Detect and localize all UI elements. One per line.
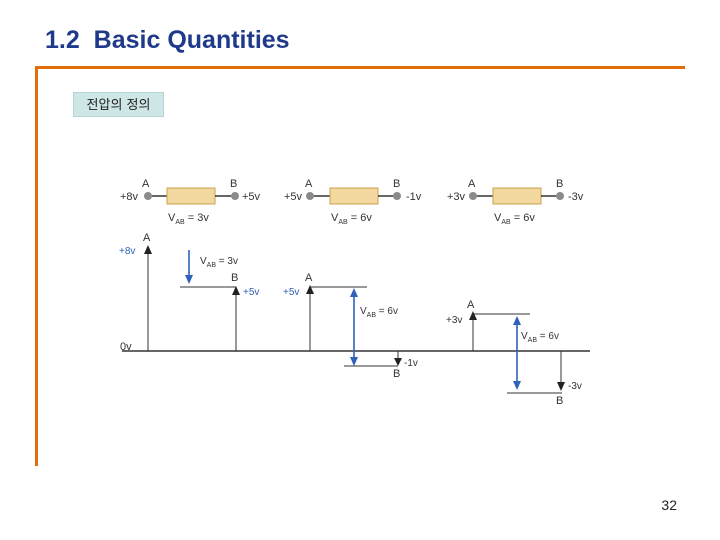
level-1-b-label: B [231,272,238,284]
level-group-3: A +3v VAB = 6v -3v B [446,299,582,407]
title-text: Basic Quantities [93,26,290,54]
level-2-a-value: +5v [283,287,299,298]
title-rule-vertical [35,66,38,466]
level-group-1: A +8v VAB = 3v B +5v [119,232,259,351]
resistor-1-b-label: B [230,178,237,190]
resistor-group-2: A B +5v -1v VAB = 6v [284,178,422,226]
page-number: 32 [661,497,677,513]
resistor-2-vab-rest: = 6v [348,212,373,224]
resistor-2-b-value: -1v [406,191,422,203]
resistor-3-a-value: +3v [447,191,466,203]
level-3-b-value: -3v [568,381,582,392]
resistor-2-node-b [393,192,401,200]
level-2-b-arrowhead [394,358,402,366]
resistor-2-node-a [306,192,314,200]
level-1-vab: VAB = 3v [200,256,238,269]
level-3-a-label: A [467,299,475,311]
resistor-1-vab: VAB = 3v [168,212,209,226]
resistor-3-vab-sub: AB [501,219,511,226]
resistor-1-node-b [231,192,239,200]
level-1-vab-sub: AB [207,262,217,269]
resistor-3-body [492,187,542,205]
resistor-2-a-label: A [305,178,313,190]
level-1-b-value: +5v [243,287,259,298]
level-2-a-label: A [305,272,313,284]
resistor-3-node-a [469,192,477,200]
voltage-diagram: A B +8v +5v VAB = 3v A B +5v -1v VAB = 6… [119,178,590,407]
level-group-2: A +5v VAB = 6v -1v B [283,272,418,380]
zero-label: 0v [120,341,132,353]
resistor-2-b-label: B [393,178,400,190]
resistor-2-a-value: +5v [284,191,303,203]
title-rule-horizontal [35,66,685,69]
title-number: 1.2 [45,26,80,54]
level-1-vab-rest: = 3v [216,256,238,267]
level-1-a-arrowhead [144,245,152,254]
level-2-a-arrowhead [306,285,314,294]
resistor-1-node-a [144,192,152,200]
resistor-2-vab-sub: AB [338,219,348,226]
level-2-vab: VAB = 6v [360,306,398,319]
resistor-2-body [329,187,379,205]
resistor-3-b-value: -3v [568,191,584,203]
resistor-3-node-b [556,192,564,200]
section-tag: 전압의 정의 [73,92,164,117]
resistor-2-vab: VAB = 6v [331,212,372,226]
resistor-1-body [166,187,216,205]
resistor-3-b-label: B [556,178,563,190]
level-2-vab-sub: AB [367,312,377,319]
level-3-vab-arrowhead-down [513,381,521,390]
level-3-vab: VAB = 6v [521,331,559,344]
level-2-b-label: B [393,368,400,380]
level-1-b-arrowhead [232,286,240,295]
resistor-1-b-value: +5v [242,191,261,203]
resistor-1-vab-sub: AB [175,219,185,226]
level-3-vab-rest: = 6v [537,331,559,342]
resistor-1-a-value: +8v [120,191,139,203]
resistor-1-a-label: A [142,178,150,190]
level-3-b-arrowhead [557,382,565,391]
level-1-a-label: A [143,232,151,244]
slide-title: 1.2 Basic Quantities [45,26,290,55]
level-2-vab-arrowhead-down [350,357,358,366]
level-2-b-value: -1v [404,358,418,369]
resistor-1-vab-rest: = 3v [185,212,210,224]
resistor-group-1: A B +8v +5v VAB = 3v [120,178,261,226]
resistor-group-3: A B +3v -3v VAB = 6v [447,178,584,226]
level-3-b-label: B [556,395,563,407]
level-2-vab-rest: = 6v [376,306,398,317]
level-3-a-value: +3v [446,315,462,326]
resistor-3-vab: VAB = 6v [494,212,535,226]
level-3-vab-arrowhead-up [513,316,521,325]
level-2-vab-arrowhead-up [350,288,358,297]
level-3-a-arrowhead [469,311,477,320]
resistor-3-a-label: A [468,178,476,190]
level-3-vab-sub: AB [528,337,538,344]
level-1-vab-arrowhead [185,275,193,284]
resistor-3-vab-rest: = 6v [511,212,536,224]
level-1-a-value: +8v [119,246,135,257]
